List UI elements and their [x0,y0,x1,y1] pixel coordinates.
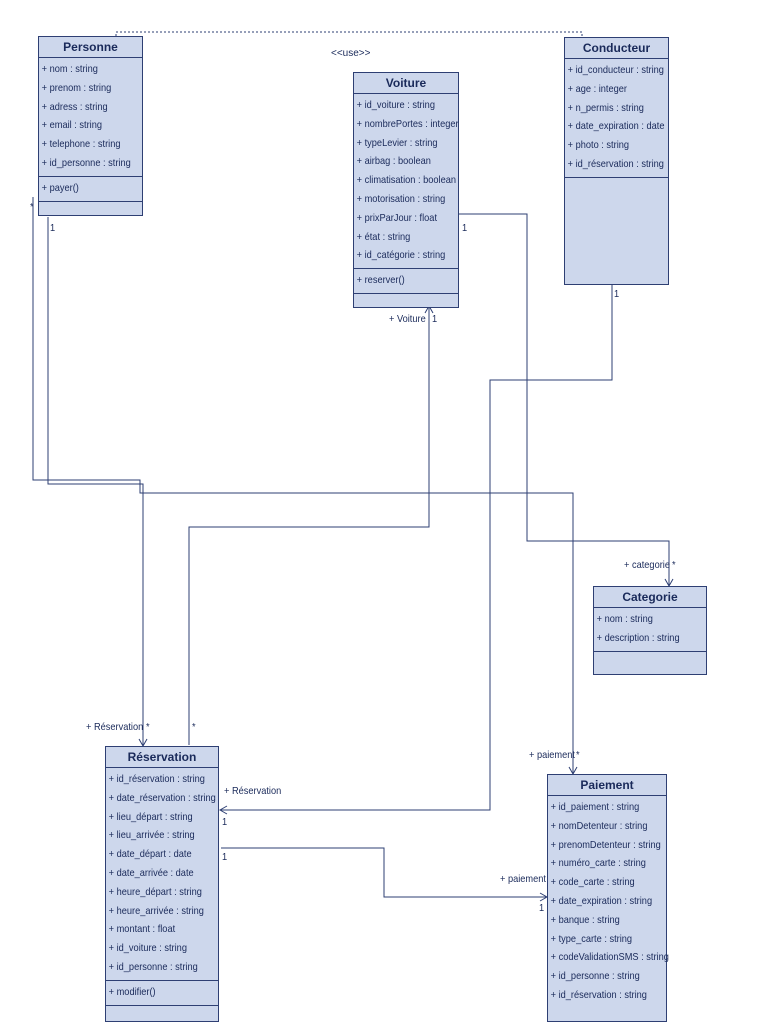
voiture-reservation-line [188,307,430,745]
attribute: + prixParJour : float [356,211,438,224]
attribute: + motorisation : string [356,192,446,205]
attribute: + nom : string [596,613,653,625]
attribute: + banque : string [550,913,620,926]
class-conducteur-name: Conducteur [565,38,668,59]
multiplicity-voiture-a: 1 [432,313,438,325]
class-voiture[interactable]: Voiture + id_voiture : string + nombrePo… [353,72,459,308]
attribute: + typeLevier : string [356,136,438,149]
role-voiture: + Voiture [389,313,426,325]
attribute: + date_départ : date [108,848,192,861]
attribute: + prenomDetenteur : string [550,838,661,851]
multiplicity-conducteur: 1 [614,288,620,300]
class-personne-name: Personne [39,37,142,58]
class-reservation[interactable]: Réservation + id_réservation : string + … [105,746,219,1022]
multiplicity-paiement: 1 [539,902,545,914]
role-categorie: + categorie [624,559,670,571]
multiplicity-categorie: * [672,559,676,571]
attribute: + date_expiration : string [550,894,653,907]
attribute: + heure_arrivée : string [108,904,204,917]
role-paiement-left: + paiement [500,873,546,885]
use-stereotype-label: <<use>> [331,48,371,59]
attribute: + id_réservation : string [567,157,664,170]
attribute: + nombrePortes : integer [356,117,459,130]
attribute: + état : string [356,230,411,243]
attribute: + airbag : boolean [356,155,431,168]
attribute: + id_voiture : string [108,942,187,955]
arrow-head-reservation-b [218,805,228,815]
attribute: + prenom : string [41,81,112,94]
multiplicity-reservation-b: 1 [222,851,228,863]
multiplicity-reservation-star-b: * [192,721,196,733]
multiplicity-reservation-star-a: * [146,721,150,733]
attribute: + id_personne : string [108,960,198,973]
multiplicity-personne: 1 [50,222,56,234]
class-reservation-operations: + modifier() [106,981,218,1006]
voiture-categorie-line [459,213,670,585]
class-personne[interactable]: Personne + nom : string + prenom : strin… [38,36,143,216]
attribute: + email : string [41,119,102,132]
class-personne-operations: + payer() [39,177,142,202]
class-categorie-attributes: + nom : string + description : string [594,608,706,652]
class-personne-attributes: + nom : string + prenom : string + adres… [39,58,142,177]
class-paiement-name: Paiement [548,775,666,796]
conducteur-reservation-line [221,284,613,811]
attribute: + heure_départ : string [108,885,202,898]
operation: + payer() [41,181,79,194]
attribute: + id_conducteur : string [567,64,664,76]
role-reservation-left: + Réservation [86,721,144,733]
operation: + reserver() [356,274,405,287]
use-dependency-line [115,31,583,37]
class-reservation-attributes: + id_réservation : string + date_réserva… [106,768,218,981]
class-categorie[interactable]: Categorie + nom : string + description :… [593,586,707,675]
attribute: + type_carte : string [550,932,633,945]
attribute: + id_voiture : string [356,99,435,111]
attribute: + id_personne : string [550,970,640,983]
class-paiement[interactable]: Paiement + id_paiement : string + nomDet… [547,774,669,1022]
class-categorie-name: Categorie [594,587,706,608]
attribute: + date_expiration : date [567,120,665,133]
personne-reservation-line [47,217,144,745]
attribute: + codeValidationSMS : string [550,951,669,964]
attribute: + id_réservation : string [108,773,205,785]
class-voiture-attributes: + id_voiture : string + nombrePortes : i… [354,94,459,270]
class-paiement-attributes: + id_paiement : string + nomDetenteur : … [548,796,669,1008]
attribute: + age : integer [567,82,627,95]
multiplicity-personne-star: * [30,201,34,213]
attribute: + code_carte : string [550,876,635,889]
attribute: + date_arrivée : date [108,866,194,879]
attribute: + lieu_départ : string [108,810,193,823]
attribute: + id_catégorie : string [356,249,446,262]
attribute: + telephone : string [41,138,121,151]
multiplicity-paiement-star: * [576,749,580,761]
attribute: + id_paiement : string [550,801,640,813]
reservation-paiement-line [221,847,546,898]
role-paiement-top: + paiement [529,749,575,761]
attribute: + lieu_arrivée : string [108,829,195,842]
role-reservation-right: + Réservation [224,785,282,797]
attribute: + nom : string [41,63,98,75]
class-conducteur[interactable]: Conducteur + id_conducteur : string + ag… [564,37,669,285]
attribute: + description : string [596,631,680,644]
attribute: + date_réservation : string [108,791,216,804]
attribute: + n_permis : string [567,101,644,114]
attribute: + adress : string [41,100,108,113]
class-reservation-name: Réservation [106,747,218,768]
attribute: + climatisation : boolean [356,174,457,187]
attribute: + id_réservation : string [550,988,647,1001]
attribute: + nomDetenteur : string [550,819,648,832]
personne-paiement-line [32,197,574,773]
class-conducteur-attributes: + id_conducteur : string + age : integer… [565,59,668,178]
attribute: + photo : string [567,139,630,152]
operation: + modifier() [108,985,156,998]
class-voiture-operations: + reserver() [354,269,458,294]
attribute: + id_personne : string [41,156,131,169]
class-voiture-name: Voiture [354,73,458,94]
multiplicity-reservation-a: 1 [222,816,228,828]
attribute: + montant : float [108,923,176,936]
attribute: + numéro_carte : string [550,857,646,870]
multiplicity-voiture-b: 1 [462,222,468,234]
